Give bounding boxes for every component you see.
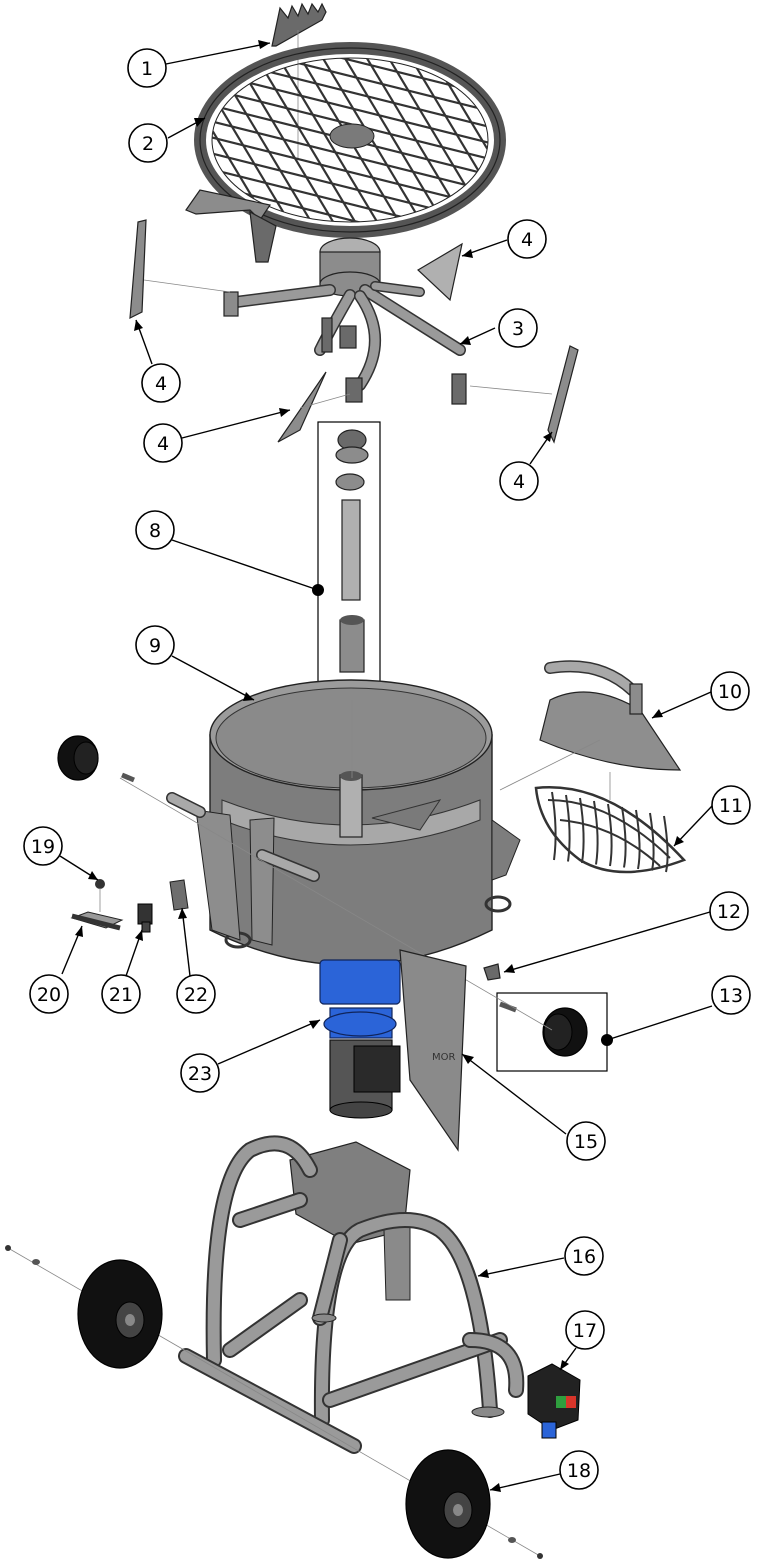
svg-text:17: 17	[573, 1320, 597, 1342]
part-scraper-blade	[271, 2, 327, 160]
svg-text:3: 3	[512, 318, 524, 340]
frame-tube	[180, 1350, 360, 1452]
svg-text:MOR: MOR	[432, 1052, 455, 1063]
svg-text:23: 23	[188, 1063, 212, 1085]
grid-wire	[212, 114, 488, 198]
guard-rib	[607, 803, 613, 867]
svg-text:11: 11	[719, 795, 743, 817]
callout-4-lower-left: 4	[143, 423, 183, 463]
frame-tube	[314, 1234, 346, 1324]
guard-rib	[663, 815, 669, 873]
svg-text:9: 9	[149, 635, 161, 657]
part-bolt	[483, 963, 501, 981]
grid-wire	[465, 58, 488, 222]
grid-wire	[510, 40, 630, 240]
frame-tube	[234, 1194, 306, 1226]
leader-lines	[59, 40, 713, 1492]
grid-wire	[190, 0, 510, 20]
grid-wire	[190, 0, 510, 36]
grid-wire	[212, 58, 301, 222]
svg-text:8: 8	[149, 520, 161, 542]
svg-text:13: 13	[719, 985, 743, 1007]
part-blades	[129, 219, 579, 444]
svg-text:4: 4	[521, 229, 533, 251]
grid-wire	[399, 58, 488, 222]
part-shaft-assembly	[317, 421, 381, 703]
guard-rib	[635, 809, 641, 870]
part-switch-box	[527, 1363, 581, 1439]
guard-rib	[565, 794, 571, 862]
callout-4-left: 4	[141, 363, 181, 403]
callout-17: 17	[565, 1310, 605, 1350]
grid-wire	[267, 58, 389, 222]
callout-23: 23	[180, 1053, 220, 1093]
frame-tube	[207, 1137, 316, 1366]
svg-text:12: 12	[717, 901, 741, 923]
guard-rib	[551, 791, 557, 861]
svg-text:15: 15	[574, 1131, 598, 1153]
svg-text:16: 16	[572, 1246, 596, 1268]
svg-text:4: 4	[157, 433, 169, 455]
part-lid	[499, 660, 682, 800]
svg-text:20: 20	[37, 984, 61, 1006]
guard-rib	[649, 812, 655, 871]
grid-wire	[212, 58, 488, 102]
svg-text:1: 1	[141, 58, 153, 80]
svg-text:4: 4	[513, 471, 525, 493]
svg-text:22: 22	[184, 984, 208, 1006]
callout-10: 10	[710, 671, 750, 711]
callout-21: 21	[101, 974, 141, 1014]
callout-4-lower-right: 4	[499, 461, 539, 501]
part-drum	[166, 679, 521, 966]
callout-19: 19	[23, 826, 63, 866]
callout-9: 9	[135, 625, 175, 665]
grid-wire	[212, 58, 488, 118]
frame-tube	[324, 1334, 506, 1406]
guard-rib	[621, 806, 627, 868]
part-side-wheel-left	[57, 735, 135, 783]
part-small-components	[70, 879, 189, 933]
svg-text:21: 21	[109, 984, 133, 1006]
grid-wire	[212, 162, 488, 222]
svg-text:18: 18	[567, 1460, 591, 1482]
guard-rib	[579, 797, 585, 864]
callout-16: 16	[564, 1236, 604, 1276]
callout-2: 2	[128, 123, 168, 163]
callout-18: 18	[559, 1450, 599, 1490]
frame-tube	[224, 1294, 306, 1356]
callout-4-top-right: 4	[507, 219, 547, 259]
callout-20: 20	[29, 974, 69, 1014]
callout-3: 3	[498, 308, 538, 348]
part-motor	[319, 959, 401, 1119]
callout-12: 12	[709, 891, 749, 931]
callout-8: 8	[135, 510, 175, 550]
callout-22: 22	[176, 974, 216, 1014]
svg-text:2: 2	[142, 133, 154, 155]
frame-tube	[464, 1334, 523, 1396]
part-wire-guard	[534, 786, 687, 874]
part-mixing-arms	[223, 237, 467, 405]
part-side-wheel	[119, 777, 608, 1072]
callout-11: 11	[711, 785, 751, 825]
callout-13: 13	[711, 975, 751, 1015]
svg-text:19: 19	[31, 836, 55, 858]
part-wheels	[5, 1245, 543, 1559]
part-side-panel: MOR	[399, 949, 467, 1152]
callout-15: 15	[566, 1121, 606, 1161]
callout-1: 1	[127, 48, 167, 88]
part-frame	[178, 1135, 525, 1454]
svg-text:10: 10	[718, 681, 742, 703]
guard-rib	[593, 800, 599, 865]
svg-text:4: 4	[155, 373, 167, 395]
